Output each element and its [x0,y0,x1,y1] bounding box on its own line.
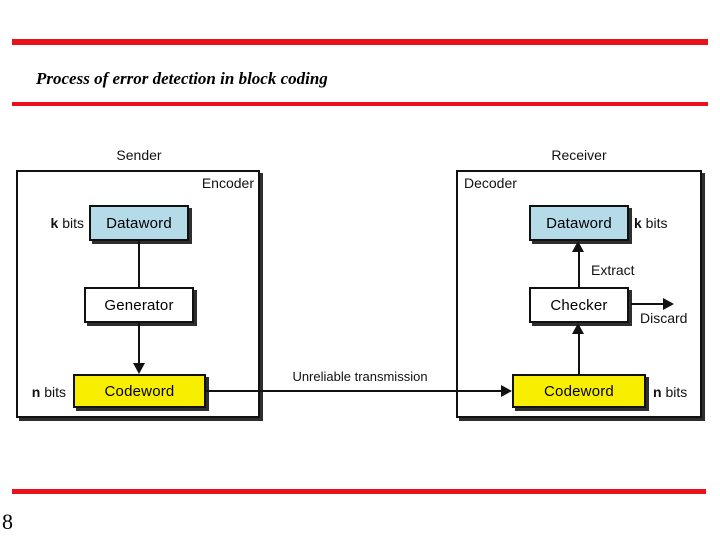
unreliable-transmission-label: Unreliable transmission [292,369,428,384]
sender-dataword-box: Dataword [89,205,189,241]
codeword-arrow-up-icon [572,323,584,334]
dataword-to-generator-line [138,241,140,287]
discard-arrow-right-icon [663,298,674,310]
checker-box: Checker [529,287,629,323]
generator-to-codeword-line [138,323,140,365]
receiver-dataword-box: Dataword [529,205,629,241]
discard-label: Discard [640,310,688,326]
sender-n-bits-label: n bits [31,384,66,400]
bottom-divider-bar [12,489,706,494]
checker-to-dataword-line [578,250,580,288]
decoder-container-box [456,170,702,418]
receiver-section-label: Receiver [551,147,607,163]
encoder-label: Encoder [201,175,254,191]
slide-title: Process of error detection in block codi… [36,69,328,88]
receiver-n-bits-label: n bits [653,384,688,400]
top-divider-bar [12,39,708,45]
page-number: 8 [2,509,13,534]
decoder-label: Decoder [464,175,517,191]
codeword-to-checker-line [578,332,580,374]
arrow-right-icon [501,385,512,397]
arrow-up-icon [572,241,584,252]
extract-label: Extract [591,262,635,278]
arrow-down-icon [133,363,145,374]
sender-section-label: Sender [116,147,162,163]
receiver-codeword-box: Codeword [512,374,646,408]
encoder-container-box [16,170,260,418]
sender-k-bits-label: k bits [50,215,84,231]
discard-line [631,303,663,305]
receiver-k-bits-label: k bits [634,215,668,231]
title-underline-bar [12,102,708,106]
generator-box: Generator [84,287,194,323]
transmission-line [205,390,502,392]
sender-codeword-box: Codeword [73,374,206,408]
